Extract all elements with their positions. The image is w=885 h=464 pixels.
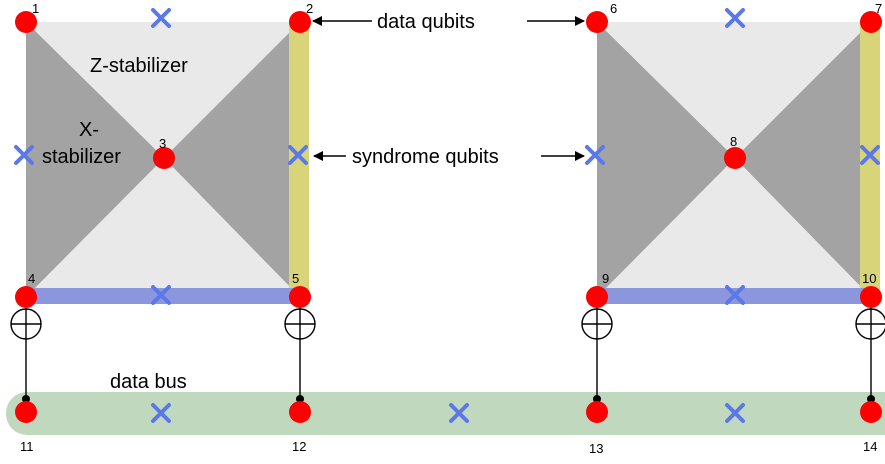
syndrome-qubits	[14, 8, 880, 423]
syndrome-qubit-icon	[288, 145, 308, 165]
qubit-number: 8	[730, 134, 737, 149]
qubit-number: 10	[862, 271, 876, 286]
syndrome-qubit-icon	[725, 403, 745, 423]
qubit-number: 9	[602, 271, 609, 286]
data-qubit-6	[586, 11, 608, 33]
data-qubit-5	[289, 286, 311, 308]
qubit-number: 3	[159, 136, 166, 151]
data-qubit-4	[15, 286, 37, 308]
data-qubits	[15, 11, 882, 423]
syndrome-qubit-icon	[585, 145, 605, 165]
data-qubit-13	[586, 401, 608, 423]
data-qubit-10	[860, 286, 882, 308]
qubit-number: 4	[28, 271, 35, 286]
qubit-number: 13	[589, 441, 603, 456]
yellow-boundary	[289, 22, 309, 297]
qubit-number: 12	[292, 439, 306, 454]
yellow-boundary-2	[860, 22, 880, 297]
qubit-numbers: 1 2 3 4 5 6 7 8 9 10 11 12 13 14	[20, 1, 882, 456]
x-stabilizer-face-right-2	[735, 22, 871, 297]
syndrome-qubit-icon	[151, 8, 171, 28]
data-qubit-2	[289, 11, 311, 33]
syndrome-qubit-icon	[449, 403, 469, 423]
cnot-target-icon	[581, 308, 613, 340]
data-qubit-11	[15, 401, 37, 423]
syndrome-qubit-icon	[725, 8, 745, 28]
control-dot	[296, 395, 304, 403]
data-qubit-3	[153, 147, 175, 169]
syndrome-qubit-icon	[860, 145, 880, 165]
cnot-targets	[10, 308, 885, 340]
z-stabilizer-label: Z-stabilizer	[90, 55, 188, 77]
cnot-target-icon	[10, 308, 42, 340]
data-bus-label: data bus	[110, 371, 187, 393]
data-qubit-12	[289, 401, 311, 423]
data-qubits-label: data qubits	[377, 11, 475, 33]
control-dot	[867, 395, 875, 403]
syndrome-qubit-icon	[14, 145, 34, 165]
control-dot	[593, 395, 601, 403]
data-qubit-9	[586, 286, 608, 308]
qubit-number: 2	[306, 1, 313, 16]
data-qubit-8	[724, 147, 746, 169]
qubit-number: 1	[32, 1, 39, 16]
data-bus	[6, 392, 885, 435]
qubit-number: 6	[610, 1, 617, 16]
control-dot	[22, 395, 30, 403]
x-stabilizer-label-line2: stabilizer	[42, 146, 121, 168]
data-qubit-14	[860, 401, 882, 423]
syndrome-qubit-icon	[151, 403, 171, 423]
syndrome-qubits-label: syndrome qubits	[352, 146, 499, 168]
qubit-number: 11	[20, 439, 34, 454]
qubit-number: 5	[292, 271, 299, 286]
x-stabilizer-face-left-2	[597, 22, 735, 297]
syndrome-qubit-icon	[151, 285, 171, 305]
qubit-number: 14	[863, 439, 877, 454]
left-plaquette	[26, 22, 309, 304]
qubit-number: 7	[875, 1, 882, 16]
cnot-controls	[22, 395, 875, 403]
x-stabilizer-face-left	[26, 22, 164, 297]
cnot-target-icon	[284, 308, 316, 340]
syndrome-qubit-icon	[725, 285, 745, 305]
data-qubit-7	[860, 11, 882, 33]
data-qubit-1	[15, 11, 37, 33]
cnot-target-icon	[855, 308, 885, 340]
x-stabilizer-label-line1: X-	[79, 119, 99, 141]
x-stabilizer-face-right	[164, 22, 300, 297]
